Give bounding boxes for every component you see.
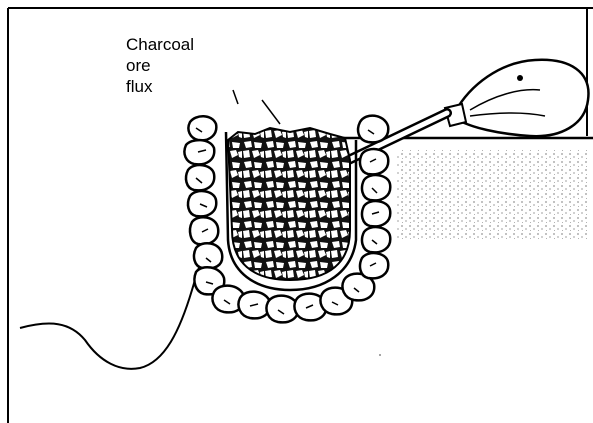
label-leader-lines: [233, 90, 280, 124]
furnace-charge: [228, 128, 350, 280]
label-flux: flux: [126, 76, 194, 97]
ground-profile-line: [20, 258, 205, 369]
bellows: [445, 60, 588, 136]
label-ore: ore: [126, 55, 194, 76]
charge-label: Charcoal ore flux: [126, 34, 194, 97]
label-charcoal: Charcoal: [126, 34, 194, 55]
